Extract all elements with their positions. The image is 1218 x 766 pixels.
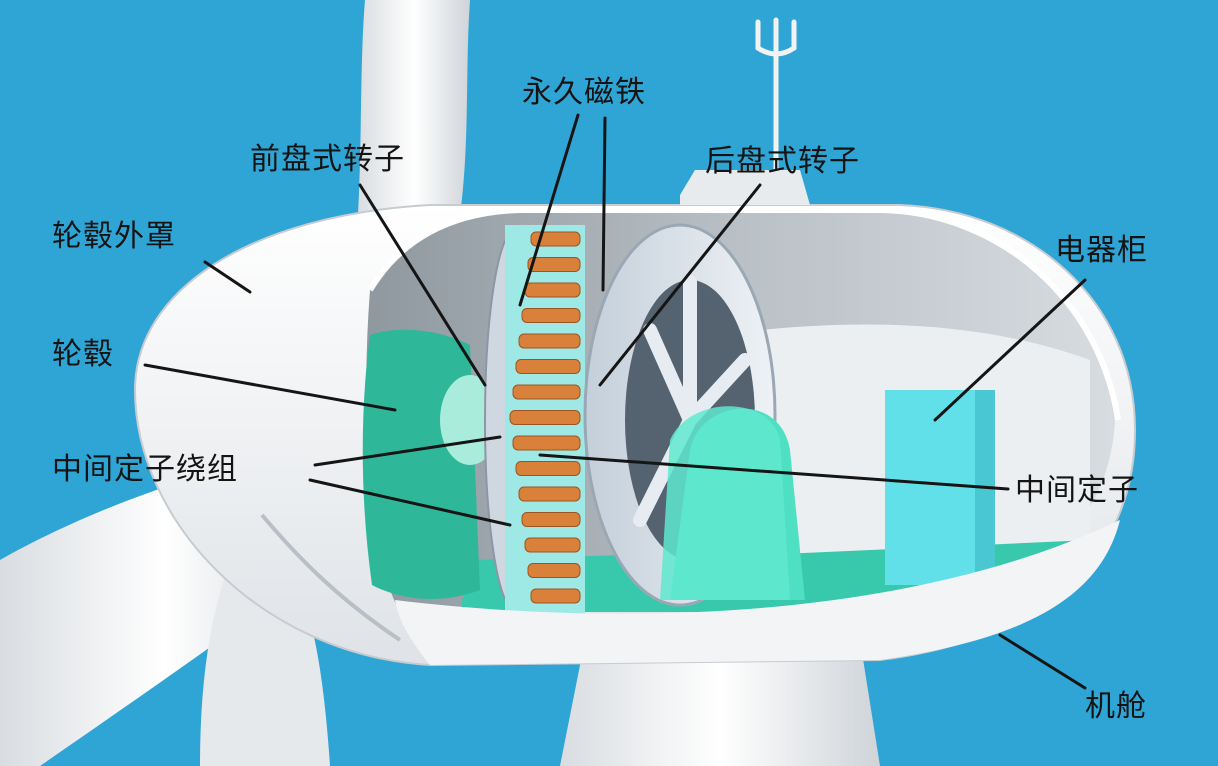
- leader-rear-rotor: [598, 183, 762, 387]
- leader-magnet-1: [518, 113, 580, 307]
- copper-winding-bar: [530, 588, 581, 604]
- copper-winding-bar: [521, 308, 581, 323]
- copper-winding-bar: [515, 461, 581, 476]
- leader-cabinet: [933, 278, 1087, 422]
- label-hub: 轮毂: [52, 337, 114, 372]
- label-electrical-cabinet: 电器柜: [1055, 233, 1148, 268]
- leader-middle-stator: [538, 453, 1010, 491]
- leader-winding-1: [313, 435, 502, 467]
- copper-winding-bar: [527, 257, 581, 272]
- copper-winding-bar: [521, 512, 581, 527]
- label-front-disc-rotor: 前盘式转子: [250, 142, 405, 177]
- upper-blade: [358, 0, 470, 215]
- nacelle-cut-rim: [367, 207, 1121, 421]
- hub-body: [362, 329, 480, 600]
- leader-nacelle: [998, 633, 1087, 690]
- leader-hub-cover: [203, 260, 252, 294]
- copper-windings: [509, 231, 581, 604]
- label-rear-disc-rotor: 后盘式转子: [705, 144, 860, 179]
- copper-winding-bar: [518, 333, 581, 349]
- bearing-pedestal-front: [660, 406, 790, 600]
- copper-winding-bar: [512, 384, 581, 400]
- copper-winding-bar: [512, 435, 581, 451]
- leader-magnet-2: [601, 116, 607, 292]
- leader-hub: [143, 363, 397, 412]
- top-mount: [680, 170, 810, 205]
- tower: [560, 640, 880, 766]
- rear-disc-spokes: [633, 275, 752, 527]
- copper-winding-bar: [524, 537, 581, 553]
- copper-winding-bar: [530, 231, 581, 247]
- label-permanent-magnet: 永久磁铁: [522, 75, 646, 110]
- leader-front-rotor: [358, 183, 487, 387]
- copper-winding-bar: [524, 282, 581, 298]
- copper-winding-bar: [518, 486, 581, 502]
- hub-cover-seam: [260, 513, 402, 642]
- leader-winding-2: [308, 478, 512, 527]
- copper-winding-bar: [527, 563, 581, 578]
- label-middle-stator: 中间定子: [1015, 473, 1139, 508]
- label-hub-cover: 轮毂外罩: [52, 219, 176, 254]
- nacelle-bottom-lip: [395, 520, 1120, 665]
- label-nacelle: 机舱: [1085, 689, 1147, 724]
- copper-winding-bar: [509, 410, 581, 425]
- copper-winding-bar: [515, 359, 581, 374]
- leader-lines: [143, 113, 1087, 690]
- label-middle-stator-winding: 中间定子绕组: [52, 452, 238, 487]
